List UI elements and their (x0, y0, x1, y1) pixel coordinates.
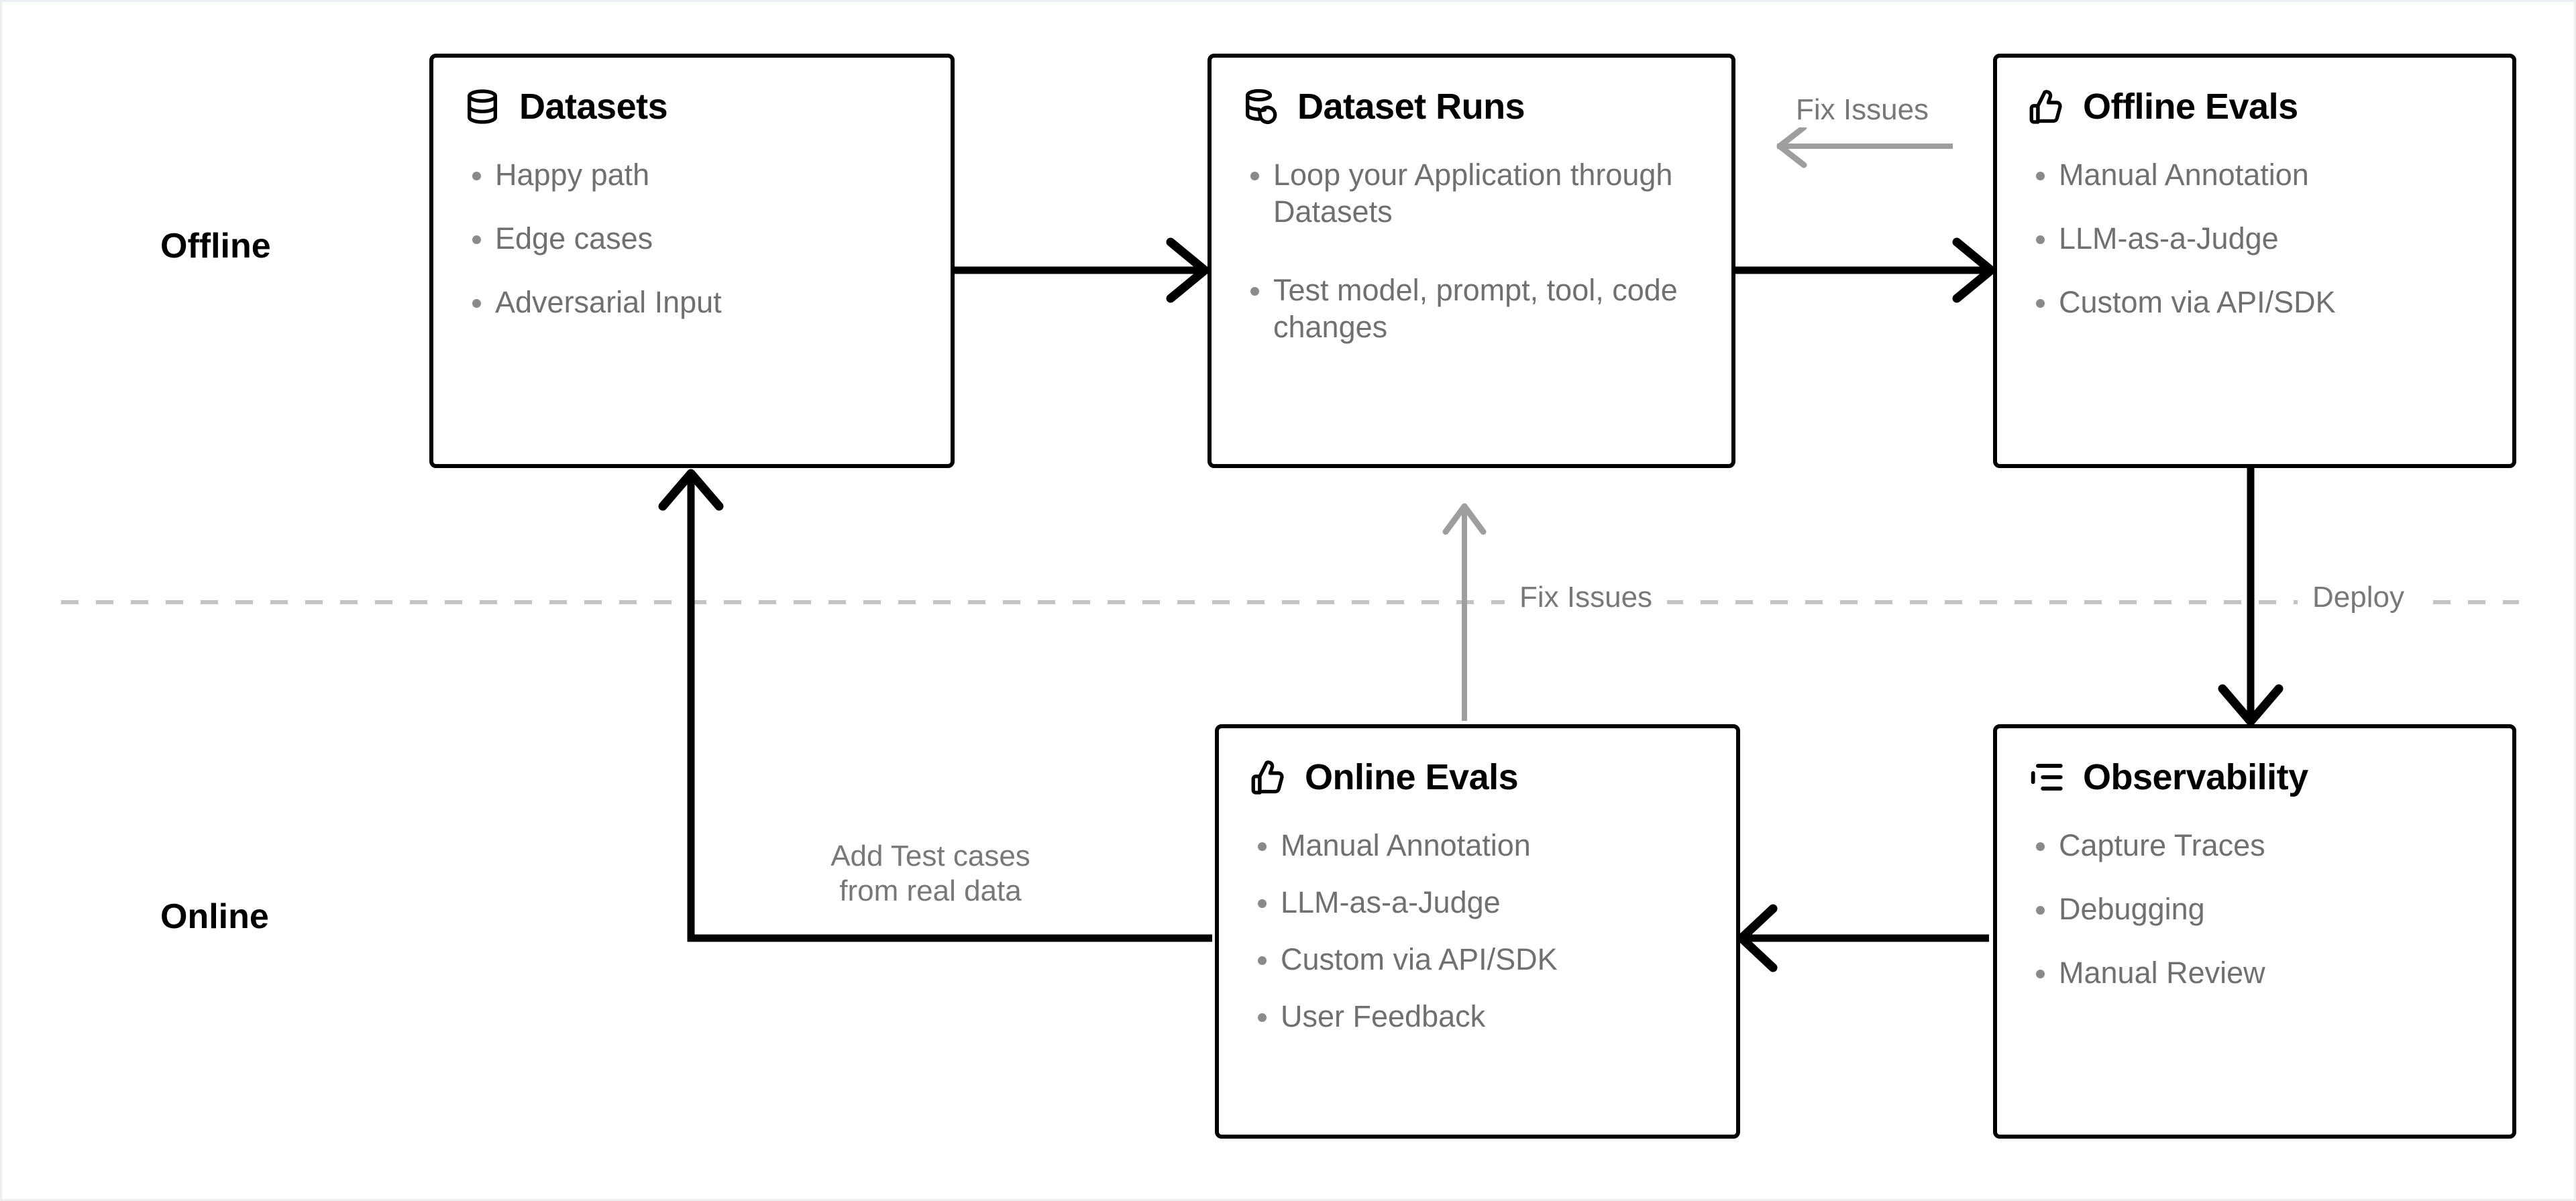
bullet-text: Manual Review (2059, 955, 2265, 990)
bullet-dot-icon (2036, 905, 2045, 915)
list-item: Custom via API/SDK (1248, 941, 1709, 978)
node-dataset-runs-bullets: Loop your Application through Datasets T… (1241, 157, 1705, 346)
bullet-text: Loop your Application through Datasets (1273, 158, 1673, 229)
edge-offline-evals-to-dataset-runs (1776, 124, 1953, 168)
list-item: Loop your Application through Datasets (1241, 157, 1705, 231)
bullet-dot-icon (1258, 1013, 1267, 1022)
list-item: Happy path (463, 157, 924, 194)
node-datasets-bullets: Happy path Edge cases Adversarial Input (463, 157, 924, 321)
list-item: Manual Annotation (1248, 827, 1709, 864)
list-item: Manual Annotation (2027, 157, 2485, 194)
node-observability-title: Observability (2083, 757, 2308, 797)
edge-datasets-to-dataset-runs (955, 237, 1210, 303)
bullet-text: Custom via API/SDK (2059, 284, 2336, 319)
bullet-text: User Feedback (1281, 998, 1486, 1033)
node-online-evals-title: Online Evals (1305, 757, 1519, 797)
bullet-dot-icon (1258, 956, 1267, 965)
list-tree-icon (2031, 764, 2063, 791)
bullet-text: Debugging (2059, 891, 2205, 926)
bullet-text: Test model, prompt, tool, code changes (1273, 272, 1678, 344)
database-icon (468, 89, 497, 124)
node-offline-evals[interactable]: Offline Evals Manual Annotation LLM-as-a… (1993, 54, 2516, 468)
bullet-text: Custom via API/SDK (1281, 941, 1558, 976)
node-datasets[interactable]: Datasets Happy path Edge cases Adversari… (429, 54, 955, 468)
list-item: Edge cases (463, 221, 924, 258)
bullet-dot-icon (1258, 842, 1267, 851)
list-item: LLM-as-a-Judge (1248, 884, 1709, 921)
bullet-dot-icon (2036, 969, 2045, 978)
node-dataset-runs-title: Dataset Runs (1297, 87, 1525, 127)
stage-label-online: Online (160, 897, 269, 936)
list-item: Capture Traces (2027, 827, 2485, 864)
list-item: User Feedback (1248, 998, 1709, 1035)
bullet-text: Edge cases (495, 221, 653, 255)
bullet-dot-icon (2036, 172, 2045, 180)
node-online-evals-bullets: Manual Annotation LLM-as-a-Judge Custom … (1248, 827, 1709, 1035)
node-offline-evals-title: Offline Evals (2083, 87, 2298, 127)
edge-label-deploy: Deploy (2298, 580, 2419, 615)
bullet-text: LLM-as-a-Judge (2059, 221, 2279, 255)
bullet-dot-icon (472, 172, 481, 180)
edge-label-add-test-cases-line2: from real data (839, 874, 1022, 907)
bullet-text: LLM-as-a-Judge (1281, 884, 1501, 919)
bullet-dot-icon (472, 298, 481, 308)
bullet-text: Adversarial Input (495, 284, 722, 319)
edge-label-fix-issues-top: Fix Issues (1788, 93, 1937, 127)
list-item: LLM-as-a-Judge (2027, 221, 2485, 258)
bullet-dot-icon (1258, 899, 1267, 908)
edge-label-fix-issues-mid: Fix Issues (1505, 580, 1668, 615)
list-item: Manual Review (2027, 955, 2485, 992)
bullet-dot-icon (2036, 235, 2045, 244)
bullet-text: Happy path (495, 158, 650, 192)
thumbs-up-icon (2029, 90, 2062, 124)
node-observability[interactable]: Observability Capture Traces Debugging M… (1993, 724, 2516, 1139)
node-observability-header: Observability (2027, 758, 2485, 797)
edge-dataset-runs-to-offline-evals (1735, 237, 1996, 303)
bullet-text: Capture Traces (2059, 828, 2265, 862)
edge-online-evals-to-dataset-runs (1442, 503, 1487, 721)
edge-observability-to-online-evals (1737, 904, 1989, 972)
database-backup-icon (1246, 89, 1277, 124)
node-online-evals-header: Online Evals (1248, 758, 1709, 797)
bullet-dot-icon (2036, 298, 2045, 308)
bullet-dot-icon (1250, 172, 1259, 180)
list-item: Test model, prompt, tool, code changes (1241, 272, 1705, 346)
edge-label-add-test-cases-line1: Add Test cases (830, 840, 1030, 872)
list-item: Custom via API/SDK (2027, 284, 2485, 321)
node-online-evals[interactable]: Online Evals Manual Annotation LLM-as-a-… (1215, 724, 1740, 1139)
bullet-dot-icon (472, 235, 481, 244)
node-datasets-header: Datasets (463, 87, 924, 126)
thumbs-up-icon (1251, 760, 1284, 795)
stage-label-offline: Offline (160, 227, 271, 266)
bullet-text: Manual Annotation (2059, 158, 2309, 192)
node-dataset-runs[interactable]: Dataset Runs Loop your Application throu… (1208, 54, 1735, 468)
node-offline-evals-header: Offline Evals (2027, 87, 2485, 126)
bullet-text: Manual Annotation (1281, 828, 1531, 862)
node-offline-evals-bullets: Manual Annotation LLM-as-a-Judge Custom … (2027, 157, 2485, 321)
node-observability-bullets: Capture Traces Debugging Manual Review (2027, 827, 2485, 992)
node-datasets-title: Datasets (519, 87, 668, 127)
list-item: Debugging (2027, 891, 2485, 928)
bullet-dot-icon (2036, 842, 2045, 851)
node-dataset-runs-header: Dataset Runs (1241, 87, 1705, 126)
edge-offline-evals-to-observability (2218, 468, 2284, 726)
list-item: Adversarial Input (463, 284, 924, 321)
bullet-dot-icon (1250, 286, 1259, 296)
edge-label-add-test-cases: Add Test cases from real data (813, 839, 1048, 909)
